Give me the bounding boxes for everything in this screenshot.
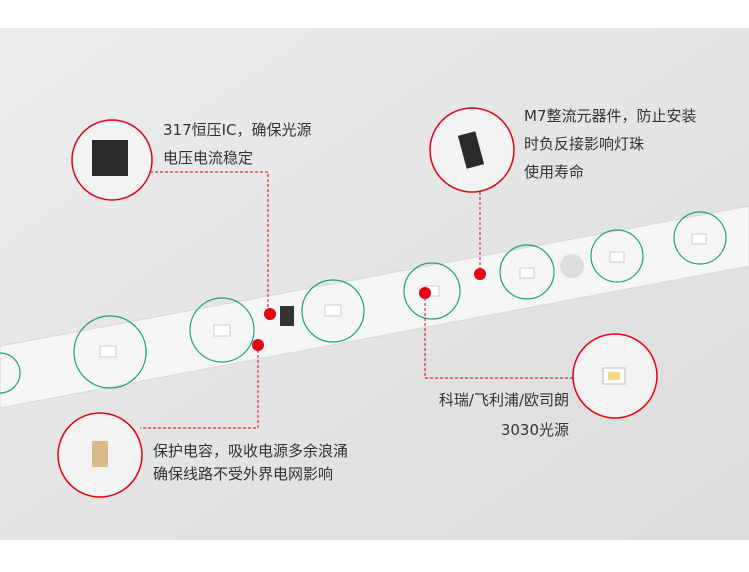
led-strip xyxy=(0,205,749,409)
callout-line: 时负反接影响灯珠 xyxy=(524,135,645,153)
callout-line: 科瑞/飞利浦/欧司朗 xyxy=(438,391,569,409)
callout-led-text: 科瑞/飞利浦/欧司朗 3030光源 xyxy=(439,385,569,445)
zoomed-components xyxy=(92,131,626,467)
callout-rectifier-text: M7整流元器件，防止安装 时负反接影响灯珠 使用寿命 xyxy=(524,102,697,186)
product-photo xyxy=(0,28,749,540)
callout-line: 电压电流稳定 xyxy=(163,149,254,167)
callout-ic-text: 317恒压IC，确保光源 电压电流稳定 xyxy=(163,116,312,172)
callout-capacitor-text: 保护电容，吸收电源多余浪涌 确保线路不受外界电网影响 xyxy=(153,440,348,486)
callout-line: 保护电容，吸收电源多余浪涌 xyxy=(153,442,349,460)
callout-line: 317恒压IC，确保光源 xyxy=(163,121,312,139)
callout-lines xyxy=(140,171,575,429)
callout-line: 3030光源 xyxy=(500,421,569,439)
callout-line: 确保线路不受外界电网影响 xyxy=(153,465,334,483)
callout-line: 使用寿命 xyxy=(524,163,585,181)
callout-dots xyxy=(252,268,486,351)
callout-line: M7整流元器件，防止安装 xyxy=(524,107,697,125)
